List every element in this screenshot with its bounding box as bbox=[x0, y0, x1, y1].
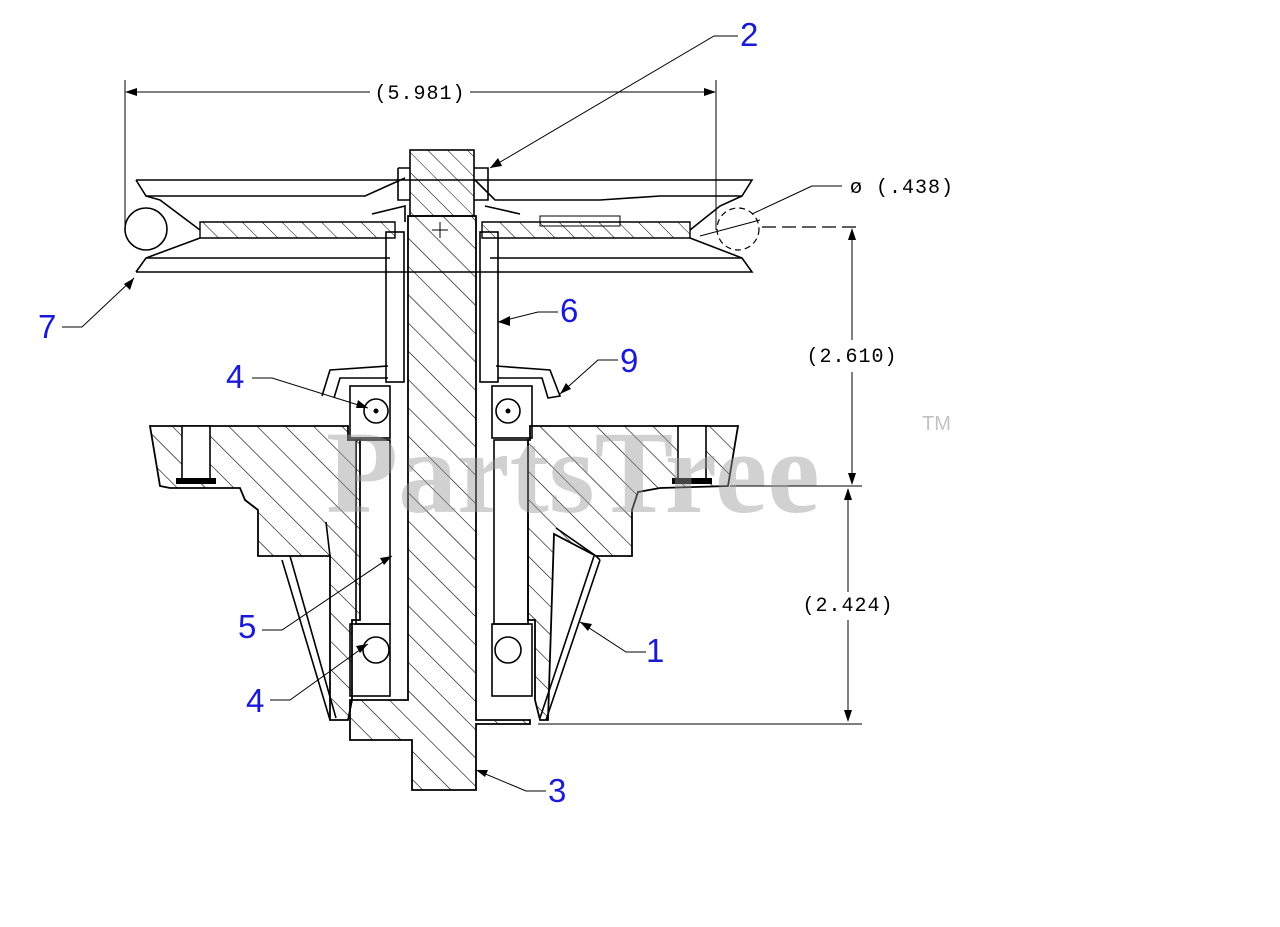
belt-diameter-label: ø (.438) bbox=[850, 177, 954, 200]
bearing-cap bbox=[321, 365, 562, 399]
callout-5: 5 bbox=[238, 608, 256, 645]
dimension-overall-width: (5.981) bbox=[124, 80, 717, 230]
callout-1: 1 bbox=[646, 632, 664, 669]
spindle-nut bbox=[397, 149, 489, 217]
callout-2: 2 bbox=[740, 16, 758, 53]
watermark-trademark: TM bbox=[922, 413, 951, 435]
inner-spacer bbox=[355, 439, 529, 625]
callout-9: 9 bbox=[620, 342, 638, 379]
spacer-tube bbox=[385, 231, 499, 383]
overall-width-label: (5.981) bbox=[374, 83, 465, 106]
upper-bearing-left bbox=[349, 385, 391, 439]
callout-3: 3 bbox=[548, 772, 566, 809]
callout-6: 6 bbox=[560, 292, 578, 329]
pulley bbox=[124, 177, 862, 273]
spindle-housing bbox=[148, 425, 740, 721]
watermark-brand: PartsTree bbox=[326, 407, 820, 538]
dimension-lower-height: (2.424) bbox=[538, 488, 893, 725]
upper-height-label: (2.610) bbox=[806, 346, 897, 369]
lower-height-label: (2.424) bbox=[802, 595, 893, 618]
upper-bearing-right bbox=[491, 385, 533, 439]
dimension-belt-diameter: ø (.438) bbox=[751, 177, 954, 215]
lower-bearing-right bbox=[491, 623, 533, 697]
lower-bearing-left bbox=[349, 623, 391, 697]
callout-leaders bbox=[62, 35, 738, 792]
callout-4-upper: 4 bbox=[226, 358, 244, 395]
dimension-upper-height: (2.610) bbox=[730, 228, 897, 487]
callout-7: 7 bbox=[38, 308, 56, 345]
callout-4-lower: 4 bbox=[246, 682, 264, 719]
